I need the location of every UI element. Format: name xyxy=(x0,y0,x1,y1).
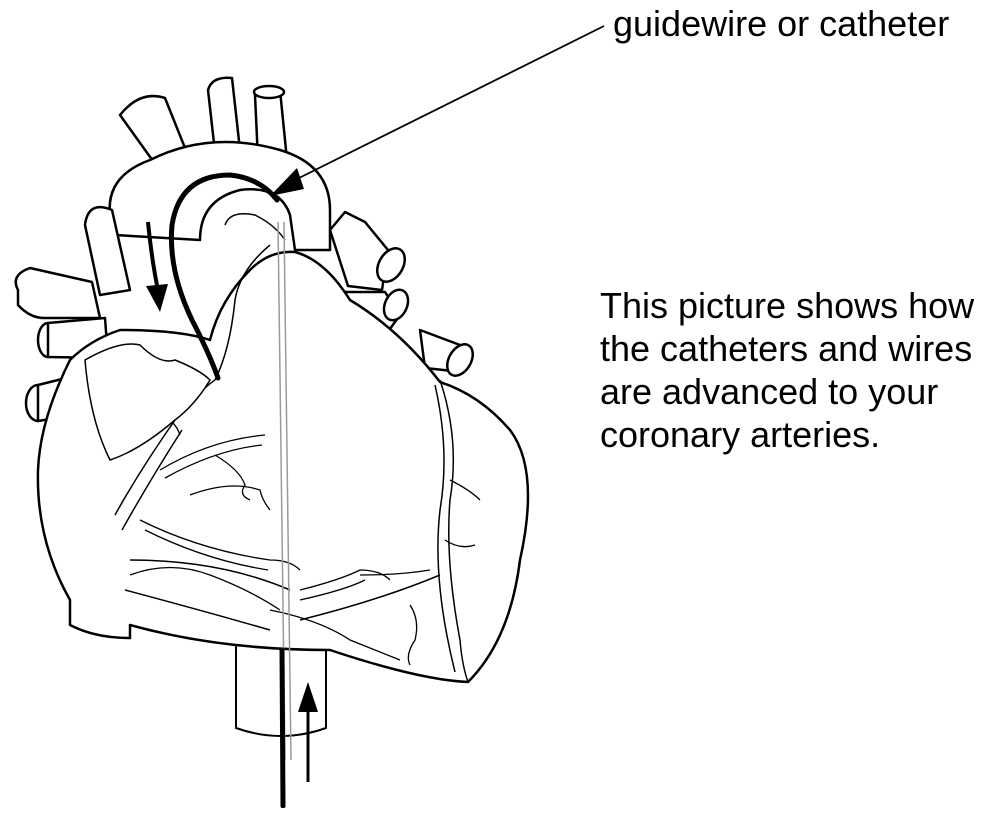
caption-line: the catheters and wires xyxy=(600,327,997,370)
caption-text: This picture shows how the catheters and… xyxy=(600,284,997,456)
caption-line: are advanced to your xyxy=(600,370,997,413)
caption-line: This picture shows how xyxy=(600,284,997,327)
callout-label: guidewire or catheter xyxy=(613,2,949,46)
callout-arrow-icon xyxy=(270,26,604,196)
catheter-entry xyxy=(282,650,283,806)
caption-line: coronary arteries. xyxy=(600,413,997,456)
